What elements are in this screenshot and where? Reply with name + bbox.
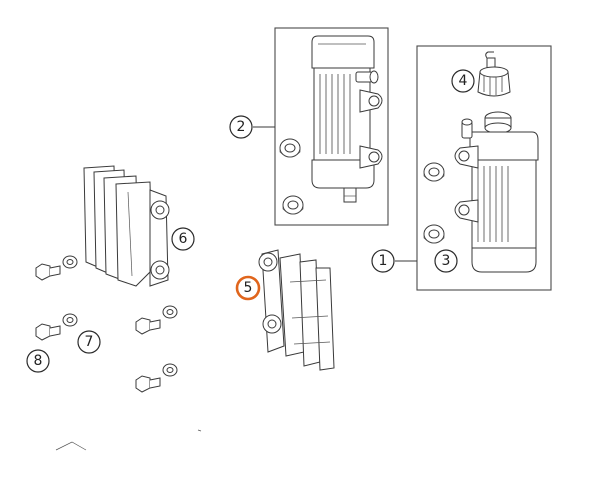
washer-4 bbox=[162, 363, 178, 377]
svg-text:6: 6 bbox=[179, 231, 188, 247]
svg-text:2: 2 bbox=[237, 119, 246, 135]
grommet-upper-right bbox=[423, 162, 445, 182]
callout-5: 5 bbox=[235, 275, 261, 301]
grommet-lower-right bbox=[423, 224, 445, 244]
washer-2 bbox=[62, 313, 78, 327]
artifact-mark bbox=[55, 441, 87, 451]
left-radiator bbox=[311, 35, 383, 203]
right-radiator-guard bbox=[258, 249, 335, 371]
radiator-cap bbox=[477, 51, 511, 97]
right-radiator bbox=[454, 111, 539, 273]
left-radiator-guard bbox=[83, 165, 170, 287]
part-1-frame bbox=[416, 45, 552, 291]
svg-text:8: 8 bbox=[34, 353, 43, 369]
bolt-3 bbox=[135, 317, 161, 335]
svg-text:7: 7 bbox=[85, 334, 94, 350]
washer-3 bbox=[162, 305, 178, 319]
grommet-lower-left bbox=[282, 195, 304, 215]
callout-2: 2 bbox=[229, 115, 253, 139]
svg-text:5: 5 bbox=[244, 280, 253, 296]
artifact-dot bbox=[197, 429, 202, 432]
callout-7: 7 bbox=[77, 330, 101, 354]
svg-text:1: 1 bbox=[379, 253, 388, 269]
svg-text:3: 3 bbox=[442, 253, 451, 269]
washer-1 bbox=[62, 255, 78, 269]
svg-text:4: 4 bbox=[459, 73, 468, 89]
callout-1: 1 bbox=[371, 249, 395, 273]
grommet-upper-left bbox=[279, 138, 301, 158]
callout-4: 4 bbox=[451, 69, 475, 93]
bolt-4 bbox=[135, 375, 161, 393]
bolt-1 bbox=[35, 263, 61, 281]
callout-6: 6 bbox=[171, 227, 195, 251]
callout-8: 8 bbox=[26, 349, 50, 373]
bolt-2 bbox=[35, 323, 61, 341]
callout-3: 3 bbox=[434, 249, 458, 273]
